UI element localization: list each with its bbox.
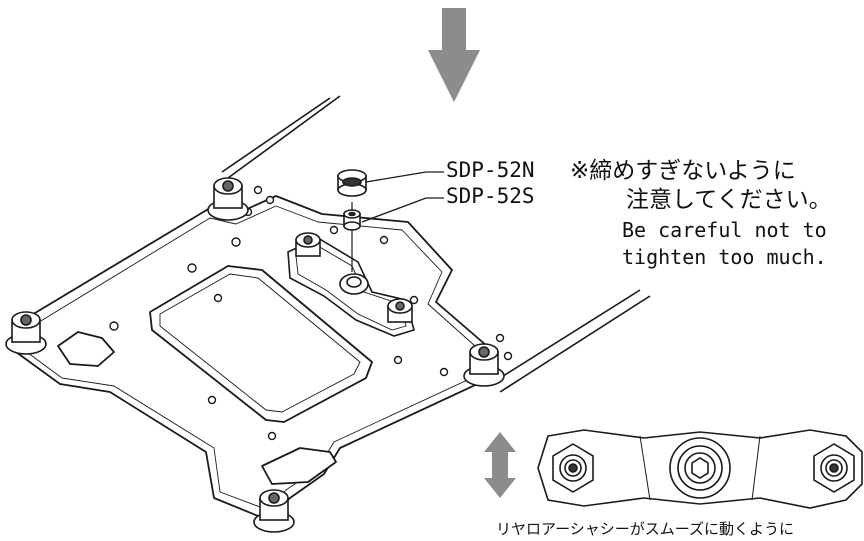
leader-lines (361, 171, 444, 223)
chassis-rails (221, 95, 651, 393)
caution-en-line1: Be careful not to (622, 218, 827, 242)
up-down-arrow-icon (484, 432, 516, 498)
part-label-sdp-52s: SDP-52S (446, 184, 535, 208)
sdp-52s-part (343, 209, 361, 231)
sdp-52n-part (337, 169, 367, 197)
caution-jp-line2: 注意してください。 (626, 187, 832, 213)
bottom-note: リヤロアーシャシーがスムーズに動くように (496, 520, 795, 538)
corner-nuts (5, 177, 505, 533)
chassis-plate (15, 195, 495, 521)
part-label-sdp-52n: SDP-52N (446, 158, 535, 182)
down-arrow-icon (428, 8, 480, 102)
exploded-parts (337, 169, 367, 272)
link-assembly (287, 232, 415, 337)
caution-jp-line1: ※締めすぎないように (570, 158, 796, 184)
caution-en-line2: tighten too much. (622, 245, 827, 269)
detail-inset (537, 429, 863, 509)
